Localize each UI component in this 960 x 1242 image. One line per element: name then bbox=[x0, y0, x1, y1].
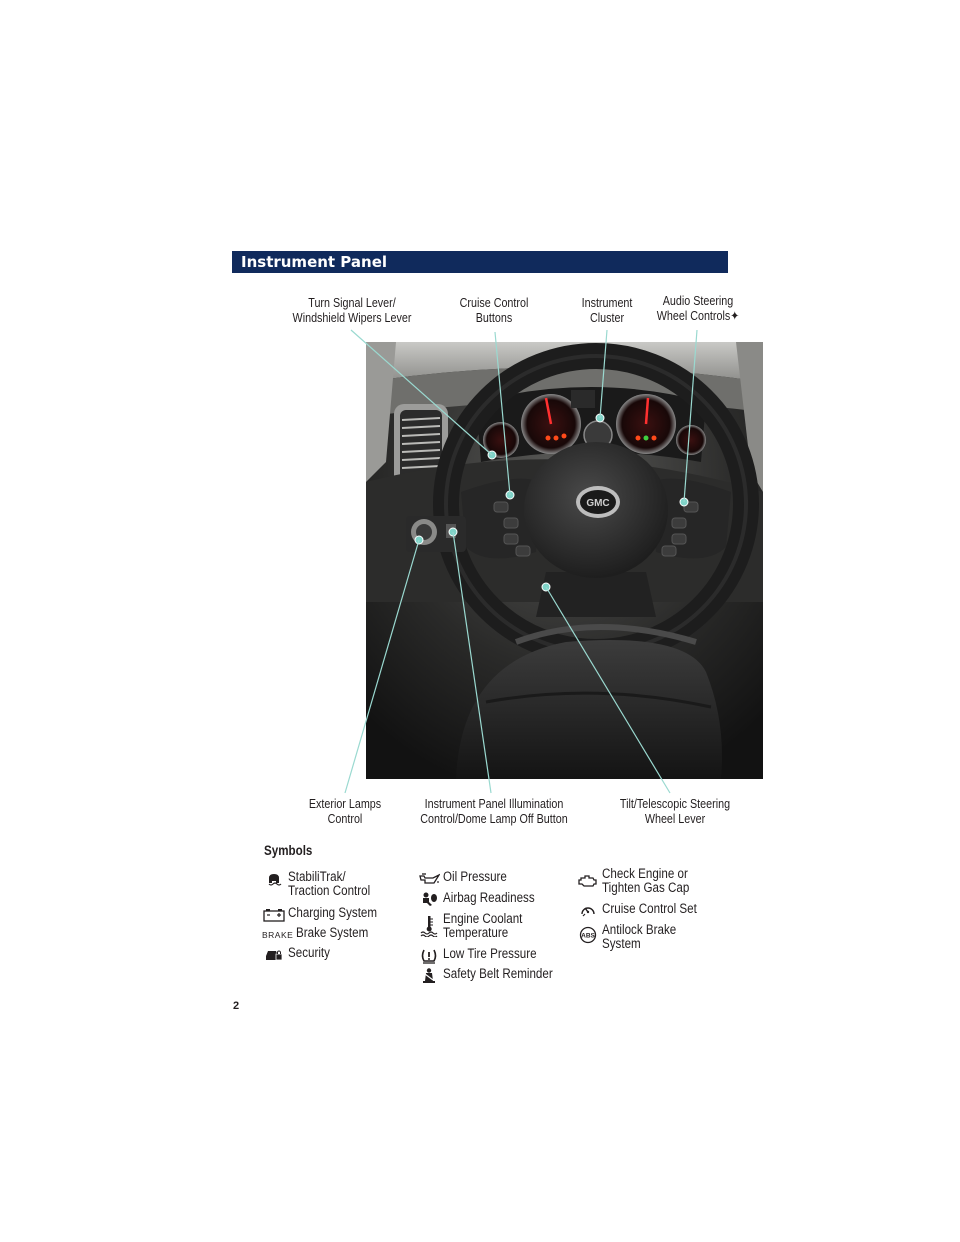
symbol-stabilitrak: StabiliTrak/Traction Control bbox=[260, 870, 384, 898]
symbol-charging: Charging System bbox=[260, 906, 392, 923]
symbol-coolant-line1: Engine Coolant bbox=[443, 911, 523, 926]
abs-icon-text: ABS bbox=[581, 933, 595, 940]
label-illumination-line1: Instrument Panel Illumination bbox=[424, 797, 564, 811]
brake-icon-text: BRAKE bbox=[262, 930, 294, 940]
label-turn-signal: Turn Signal Lever/ Windshield Wipers Lev… bbox=[283, 296, 421, 326]
section-header: Instrument Panel bbox=[232, 251, 728, 273]
brake-icon: BRAKE bbox=[262, 927, 298, 943]
label-illumination-line2: Control/Dome Lamp Off Button bbox=[420, 812, 568, 826]
symbol-security: Security bbox=[260, 946, 337, 963]
label-tilt-line2: Wheel Lever bbox=[644, 812, 706, 826]
label-turn-signal-line2: Windshield Wipers Lever bbox=[292, 311, 412, 325]
label-audio-line1: Audio Steering bbox=[662, 294, 734, 308]
seatbelt-icon bbox=[415, 968, 443, 984]
label-tilt-telescopic: Tilt/Telescopic Steering Wheel Lever bbox=[609, 797, 741, 827]
label-cruise-line2: Buttons bbox=[475, 311, 513, 325]
symbol-stabilitrak-line2: Traction Control bbox=[288, 883, 371, 898]
security-icon bbox=[260, 947, 288, 963]
label-exterior-lamps: Exterior Lamps Control bbox=[298, 797, 393, 827]
symbol-brake-label: Brake System bbox=[296, 925, 369, 940]
tire-pressure-icon bbox=[415, 948, 443, 964]
symbol-abs-line2: System bbox=[602, 936, 641, 951]
label-cruise-line1: Cruise Control bbox=[459, 296, 529, 310]
symbol-tire-pressure: Low Tire Pressure bbox=[415, 947, 552, 964]
instrument-panel-photo: GMC bbox=[366, 342, 763, 779]
symbol-seatbelt: Safety Belt Reminder bbox=[415, 967, 571, 984]
check-engine-icon bbox=[574, 873, 602, 889]
stabilitrak-icon bbox=[260, 871, 288, 887]
symbol-coolant-line2: Temperature bbox=[443, 925, 509, 940]
label-panel-illumination: Instrument Panel Illumination Control/Do… bbox=[411, 797, 576, 827]
label-exterior-line1: Exterior Lamps bbox=[308, 797, 382, 811]
symbol-airbag-label: Airbag Readiness bbox=[443, 890, 535, 905]
symbol-cruise-set-label: Cruise Control Set bbox=[602, 901, 697, 916]
symbol-check-engine-line1: Check Engine or bbox=[602, 866, 688, 881]
battery-icon bbox=[260, 907, 288, 923]
label-cluster-line2: Cluster bbox=[589, 311, 625, 325]
label-instrument-cluster: Instrument Cluster bbox=[572, 296, 643, 326]
symbol-security-label: Security bbox=[288, 945, 330, 960]
symbol-cruise-set: Cruise Control Set bbox=[574, 902, 712, 919]
label-tilt-line1: Tilt/Telescopic Steering bbox=[619, 797, 731, 811]
symbol-charging-label: Charging System bbox=[288, 905, 378, 920]
symbol-stabilitrak-line1: StabiliTrak/ bbox=[288, 869, 346, 884]
symbol-seatbelt-label: Safety Belt Reminder bbox=[443, 966, 553, 981]
symbol-abs-line1: Antilock Brake bbox=[602, 922, 677, 937]
symbol-oil-label: Oil Pressure bbox=[443, 869, 507, 884]
label-cruise-control: Cruise Control Buttons bbox=[451, 296, 537, 326]
label-turn-signal-line1: Turn Signal Lever/ bbox=[308, 296, 396, 310]
cruise-set-icon bbox=[574, 903, 602, 919]
oil-can-icon bbox=[415, 871, 443, 887]
symbol-check-engine-line2: Tighten Gas Cap bbox=[602, 880, 690, 895]
gmc-logo-text: GMC bbox=[586, 498, 609, 509]
label-exterior-line2: Control bbox=[327, 812, 363, 826]
airbag-icon bbox=[415, 892, 443, 908]
page-number: 2 bbox=[233, 1000, 240, 1012]
symbol-oil-pressure: Oil Pressure bbox=[415, 870, 517, 887]
symbol-brake: BRAKE Brake System bbox=[262, 926, 380, 943]
symbols-heading: Symbols bbox=[264, 843, 313, 858]
label-cluster-line1: Instrument bbox=[581, 296, 633, 310]
coolant-icon bbox=[415, 913, 443, 939]
abs-icon: ABS bbox=[574, 926, 602, 944]
label-audio-line2: Wheel Controls✦ bbox=[656, 309, 740, 323]
symbol-airbag: Airbag Readiness bbox=[415, 891, 550, 908]
label-audio-controls: Audio Steering Wheel Controls✦ bbox=[648, 294, 748, 324]
symbol-tire-label: Low Tire Pressure bbox=[443, 946, 537, 961]
